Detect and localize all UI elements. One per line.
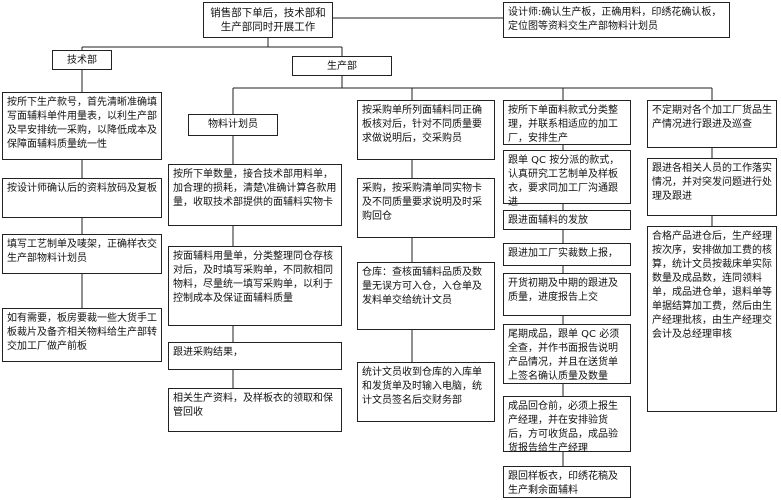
planner-step-2: 按面辅料用量单，分类整理同仓存核对后，及时填写采购单，不同款相同物料，尽量统一填…: [168, 246, 342, 326]
follow-step-5: 开货初期及中期的跟进及质量，进度报告上交: [503, 273, 631, 316]
audit-step-1: 不定期对各个加工厂货品生产情况进行跟进及巡查: [647, 100, 777, 148]
follow-step-7: 成品回仓前，必须上报生产经理，并在安排验货后，方可收货品，成品验货报告给生产经理: [503, 396, 631, 454]
follow-step-6: 尾期成品，跟单 QC 必须全查，并作书面报告说明产品情况，并且在送货单上签名确认…: [503, 324, 631, 384]
purchase-step-4: 统计文员收到仓库的入库单和发货单及时输入电脑，统计文员签名后交财务部: [357, 362, 495, 422]
follow-step-2: 跟单 QC 按分派的款式，认真研究工艺制单及样板衣，要求同加工厂沟通跟进: [503, 150, 631, 208]
planner-header: 物料计划员: [188, 114, 278, 136]
follow-step-4: 跟进加工厂实裁数上报，: [503, 243, 631, 266]
tech-step-3: 填写工艺制单及唛架，正确样衣交生产部物料计划员: [2, 234, 162, 274]
designer-box: 设计师:确认生产板，正确用料，印绣花确认板，定位图等资料交生产部物料计划员: [503, 2, 730, 38]
audit-step-2: 跟进各相关人员的工作落实情况，并对突发问题进行处理及跟进: [647, 158, 777, 216]
purchase-step-2: 采购，按采购清单同实物卡及不同质量要求说明及时采购回仓: [357, 178, 495, 238]
follow-step-8: 跟回样板衣，印绣花稿及生产剩余面辅料: [503, 466, 631, 498]
tech-step-2: 按设计师确认后的资料放码及复板: [2, 178, 162, 218]
planner-step-4: 相关生产资料，及样板衣的领取和保管回收: [168, 388, 342, 432]
start-box: 销售部下单后，技术部和生产部同时开展工作: [203, 2, 333, 38]
audit-step-3: 合格产品进仓后，生产经理按次序，安排做加工费的核算，统计文员按裁床单实际数量及成…: [647, 226, 777, 412]
purchase-step-3: 仓库：查核面辅料品质及数量无误方可入仓，入仓单及发料单交给统计文员: [357, 262, 495, 330]
tech-step-4: 如有需要，板房要裁一些大货手工板裁片及备齐相关物料给生产部转交加工厂做产前板: [2, 308, 162, 362]
follow-step-1: 按所下单面料款式分类整理，并联系相适应的加工厂，安排生产: [503, 100, 631, 145]
planner-step-3: 跟进采购结果，: [168, 342, 342, 370]
tech-step-1: 按所下生产款号，首先清晰准确填写面辅料单件用量表，以利生产部及早安排统一采购，以…: [2, 92, 162, 160]
planner-step-1: 按所下单数量，接合技术部用料单，加合理的损耗，清楚\准确计算各款用量，收取技术部…: [168, 164, 342, 226]
tech-header: 技术部: [52, 50, 112, 70]
purchase-step-1: 按采购单所列面辅料同正确板核对后，针对不同质量要求做说明后，交采购员: [357, 100, 495, 160]
follow-step-3: 跟进面辅料的发放: [503, 210, 631, 230]
production-header: 生产部: [292, 56, 392, 76]
